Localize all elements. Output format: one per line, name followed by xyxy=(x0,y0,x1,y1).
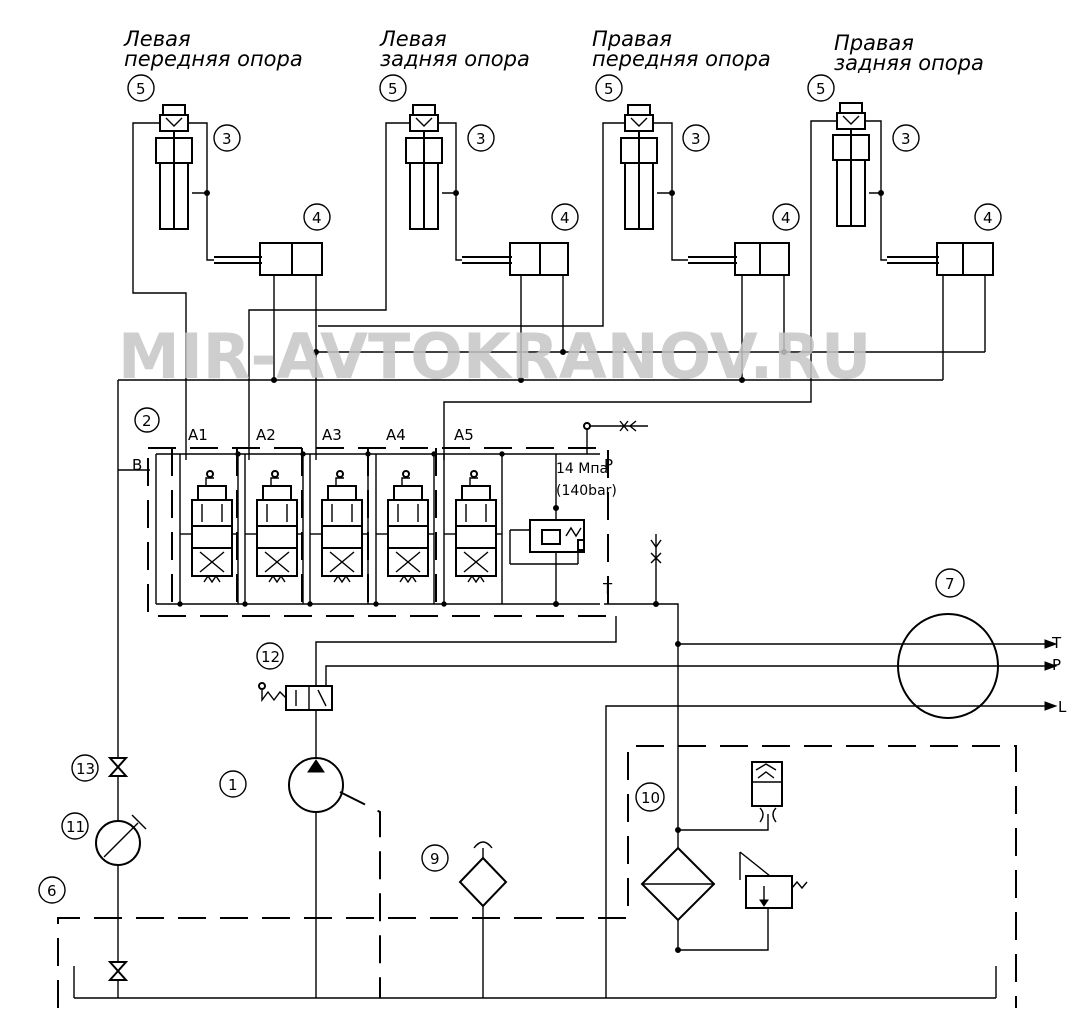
horizontal-cylinder-4-d xyxy=(887,242,994,276)
support-1-title-line2: передняя опора xyxy=(124,47,303,71)
swivel-port-t: T xyxy=(1051,634,1062,652)
directional-valve-block: 2 A1 A2 A3 A4 A5 B P T 14 Мпа (140bar) xyxy=(132,407,662,617)
callout-4-b: 4 xyxy=(551,203,579,231)
svg-text:10: 10 xyxy=(641,789,660,807)
callout-3-d: 3 xyxy=(892,124,920,152)
callout-5-b: 5 xyxy=(379,74,407,102)
callout-3-a: 3 xyxy=(213,124,241,152)
callout-13: 13 xyxy=(71,754,99,782)
svg-text:9: 9 xyxy=(430,850,440,868)
svg-text:12: 12 xyxy=(261,648,280,666)
callout-4-d: 4 xyxy=(974,203,1002,231)
swivel-joint: 7 T P L xyxy=(897,568,1067,719)
svg-text:5: 5 xyxy=(816,80,826,98)
svg-text:5: 5 xyxy=(388,80,398,98)
section-label-a1: A1 xyxy=(188,426,208,444)
outrigger-assembly-1: 5 3 4 xyxy=(127,74,331,460)
callout-2: 2 xyxy=(134,407,160,433)
spool-sections xyxy=(171,448,505,616)
svg-text:7: 7 xyxy=(945,575,955,593)
outrigger-assembly-2: 5 3 4 xyxy=(248,74,579,460)
relief-setting-line2: (140bar) xyxy=(556,483,617,499)
vertical-cylinder-3-a xyxy=(155,131,193,230)
watermark: MIR-AVTOKRANOV.RU xyxy=(118,320,871,393)
lock-valve-5-d xyxy=(836,102,866,130)
callout-3-c: 3 xyxy=(682,124,710,152)
section-label-a2: A2 xyxy=(256,426,276,444)
support-2-title-line2: задняя опора xyxy=(380,47,530,71)
callout-4-c: 4 xyxy=(772,203,800,231)
svg-text:4: 4 xyxy=(781,209,791,227)
svg-text:3: 3 xyxy=(222,130,232,148)
return-filter: 10 xyxy=(635,761,808,953)
support-2-title-line1: Левая xyxy=(379,27,447,51)
section-label-a3: A3 xyxy=(322,426,342,444)
lock-valve-5-b xyxy=(409,104,439,132)
callout-1: 1 xyxy=(219,770,247,798)
horizontal-cylinder-4-b xyxy=(462,242,569,276)
svg-text:3: 3 xyxy=(691,130,701,148)
svg-text:5: 5 xyxy=(604,80,614,98)
spool-section-a5 xyxy=(435,448,505,616)
outrigger-assembly-3: 5 3 4 xyxy=(318,74,800,380)
callout-3-b: 3 xyxy=(467,124,495,152)
vertical-cylinder-3-c xyxy=(620,131,658,230)
svg-text:5: 5 xyxy=(136,80,146,98)
horizontal-cylinder-4-c xyxy=(688,242,790,276)
spool-section-a4 xyxy=(367,448,437,616)
callout-9: 9 xyxy=(421,844,449,872)
lock-valve-5-c xyxy=(624,104,654,132)
tank xyxy=(57,745,1017,1008)
main-lines xyxy=(315,603,1045,998)
svg-text:2: 2 xyxy=(142,412,152,430)
swivel-port-l: L xyxy=(1058,698,1067,716)
svg-text:4: 4 xyxy=(312,209,322,227)
svg-text:13: 13 xyxy=(76,760,95,778)
swivel-port-p: P xyxy=(1052,656,1061,674)
callout-7: 7 xyxy=(935,568,965,598)
callout-6: 6 xyxy=(38,876,66,904)
svg-text:11: 11 xyxy=(66,818,85,836)
pilot-line xyxy=(583,420,648,454)
callout-10: 10 xyxy=(635,782,665,812)
spool-section-a1 xyxy=(171,448,241,616)
spool-section-a2 xyxy=(236,448,306,616)
horizontal-cylinder-4-a xyxy=(214,242,323,276)
lock-valve-5-a xyxy=(159,104,189,132)
section-label-a4: A4 xyxy=(386,426,406,444)
callout-5-c: 5 xyxy=(595,74,623,102)
pump: 1 xyxy=(219,757,381,998)
support-3-title-line2: передняя опора xyxy=(592,47,771,71)
spool-section-a3 xyxy=(301,448,371,616)
support-1-title-line1: Левая xyxy=(123,27,191,51)
switch-valve: 12 xyxy=(256,642,333,711)
svg-text:1: 1 xyxy=(228,776,238,794)
callout-5-d: 5 xyxy=(807,74,835,102)
svg-text:4: 4 xyxy=(983,209,993,227)
tank-line-breather xyxy=(650,534,662,607)
callout-5-a: 5 xyxy=(127,74,155,102)
svg-text:3: 3 xyxy=(901,130,911,148)
manometer-branch: 13 11 6 xyxy=(38,754,147,998)
vertical-cylinder-3-d xyxy=(832,129,870,227)
port-b-label: B xyxy=(132,456,142,474)
support-4-title-line2: задняя опора xyxy=(834,51,984,75)
section-label-a5: A5 xyxy=(454,426,474,444)
outrigger-assembly-4: 5 3 4 xyxy=(443,74,1002,460)
svg-text:3: 3 xyxy=(476,130,486,148)
relief-setting-line1: 14 Мпа xyxy=(556,461,608,477)
svg-text:6: 6 xyxy=(47,882,57,900)
callout-11: 11 xyxy=(61,812,89,840)
support-titles: Левая передняя опора Левая задняя опора … xyxy=(123,27,984,75)
common-lines xyxy=(117,349,985,760)
callout-12: 12 xyxy=(256,642,284,670)
air-breather: 9 xyxy=(421,841,508,998)
support-3-title-line1: Правая xyxy=(592,27,672,51)
relief-valve: 14 Мпа (140bar) xyxy=(509,454,617,607)
svg-text:4: 4 xyxy=(560,209,570,227)
vertical-cylinder-3-b xyxy=(405,131,443,230)
callout-4-a: 4 xyxy=(303,203,331,231)
support-4-title-line1: Правая xyxy=(834,31,914,55)
